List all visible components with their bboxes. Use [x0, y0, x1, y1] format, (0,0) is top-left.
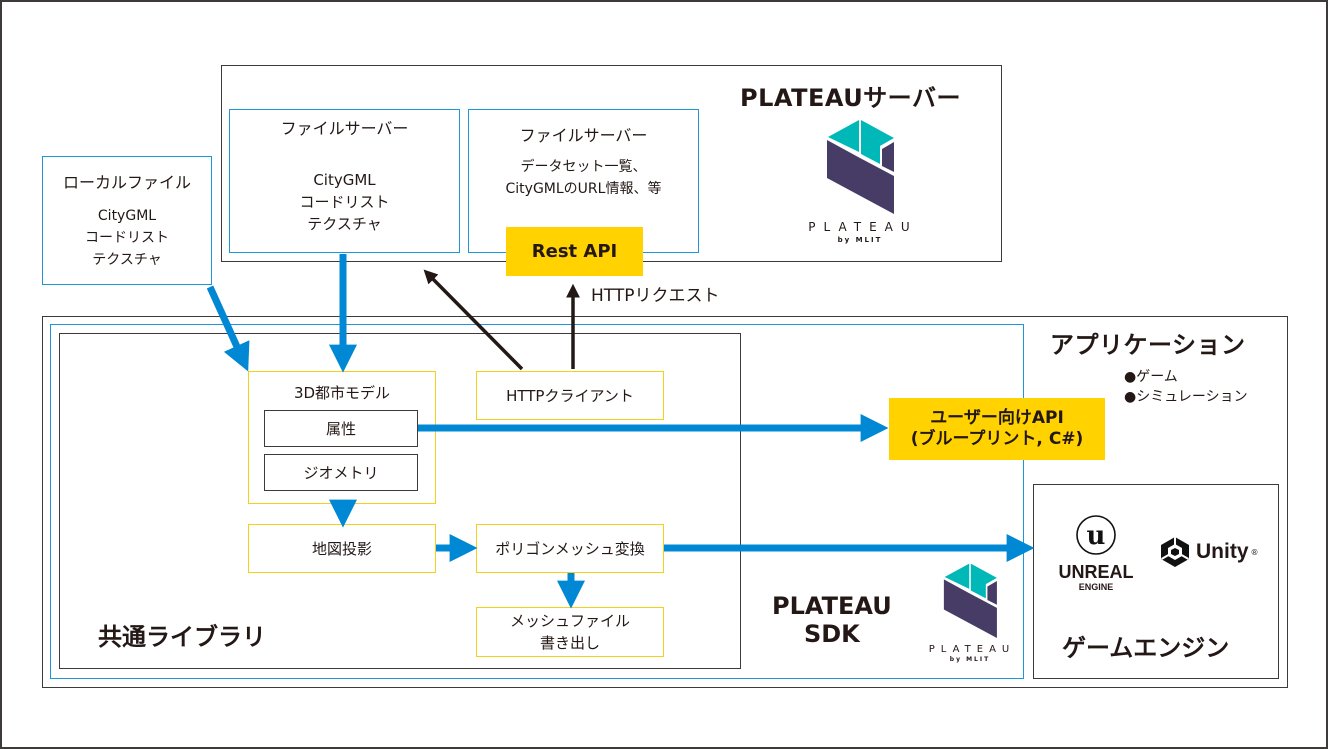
plateau-server-title: PLATEAUサーバー	[740, 84, 961, 112]
unreal-engine-icon: u	[1076, 515, 1116, 555]
polygon-mesh-box: ポリゴンメッシュ変換	[476, 524, 664, 573]
unity-logo: Unity ®	[1158, 535, 1259, 569]
map-projection-box: 地図投影	[248, 524, 436, 573]
plateau-logo-mark-icon	[827, 120, 894, 214]
geometry-box: ジオメトリ	[264, 454, 418, 491]
plateau-sdk-title-line: SDK	[803, 620, 860, 648]
local-file-line: テクスチャ	[92, 251, 162, 268]
mesh-export-box: メッシュファイル 書き出し	[476, 607, 664, 657]
file-server-1-line: CityGML	[313, 171, 376, 189]
unreal-word: UNREAL	[1058, 562, 1134, 582]
plateau-logo-by: by MLIT	[949, 656, 991, 663]
file-server-1-title: ファイルサーバー	[280, 119, 409, 138]
plateau-logo-mark-icon	[943, 563, 997, 638]
file-server-1-line: コードリスト	[299, 193, 390, 211]
http-client-box: HTTPクライアント	[476, 371, 664, 420]
game-engine-title: ゲームエンジン	[1062, 634, 1230, 662]
plateau-logo-word: PLATEAU	[808, 220, 918, 234]
mesh-export-line: 書き出し	[539, 634, 600, 652]
application-bullet: ●シミュレーション	[1124, 389, 1248, 405]
plateau-sdk-logo: PLATEAU by MLIT	[920, 562, 1020, 672]
local-file-line: CityGML	[97, 207, 157, 224]
unreal-logo: u UNREAL ENGINE	[1044, 514, 1148, 600]
file-server-1-line: テクスチャ	[307, 215, 382, 233]
common-library-title: 共通ライブラリ	[98, 623, 266, 651]
local-file-line: コードリスト	[85, 229, 169, 246]
plateau-sdk-title: PLATEAU SDK	[772, 592, 892, 648]
user-api-line: (ブループリント, C#)	[910, 429, 1084, 449]
plateau-logo: PLATEAU by MLIT	[800, 118, 920, 244]
application-bullet: ●ゲーム	[1124, 369, 1178, 385]
user-api-line: ユーザー向けAPI	[930, 408, 1064, 428]
file-server-2-line: CityGMLのURL情報、等	[505, 181, 662, 197]
mesh-export-line: メッシュファイル	[509, 612, 630, 630]
rest-api-badge: Rest API	[506, 227, 643, 276]
local-file-title: ローカルファイル	[62, 172, 191, 192]
game-engine-box	[1033, 484, 1279, 679]
http-request-label: HTTPリクエスト	[591, 286, 720, 306]
city-model-title: 3D都市モデル	[293, 384, 391, 402]
svg-text:u: u	[1087, 521, 1106, 551]
application-title: アプリケーション	[1050, 331, 1246, 359]
file-server-box-1: ファイルサーバー CityGML コードリスト テクスチャ	[229, 109, 460, 253]
user-api-badge: ユーザー向けAPI (ブループリント, C#)	[889, 398, 1105, 460]
plateau-logo-by: by MLIT	[837, 236, 883, 244]
unity-icon	[1161, 537, 1189, 567]
unreal-sub: ENGINE	[1078, 582, 1114, 592]
file-server-2-line: データセット一覧、	[520, 159, 647, 175]
unity-word: Unity	[1196, 540, 1249, 563]
local-file-box: ローカルファイル CityGML コードリスト テクスチャ	[42, 156, 212, 285]
file-server-2-title: ファイルサーバー	[519, 126, 648, 145]
plateau-logo-word: PLATEAU	[928, 644, 1016, 655]
attribute-box: 属性	[264, 410, 418, 447]
registered-mark: ®	[1250, 547, 1259, 557]
plateau-sdk-title-line: PLATEAU	[772, 592, 892, 620]
